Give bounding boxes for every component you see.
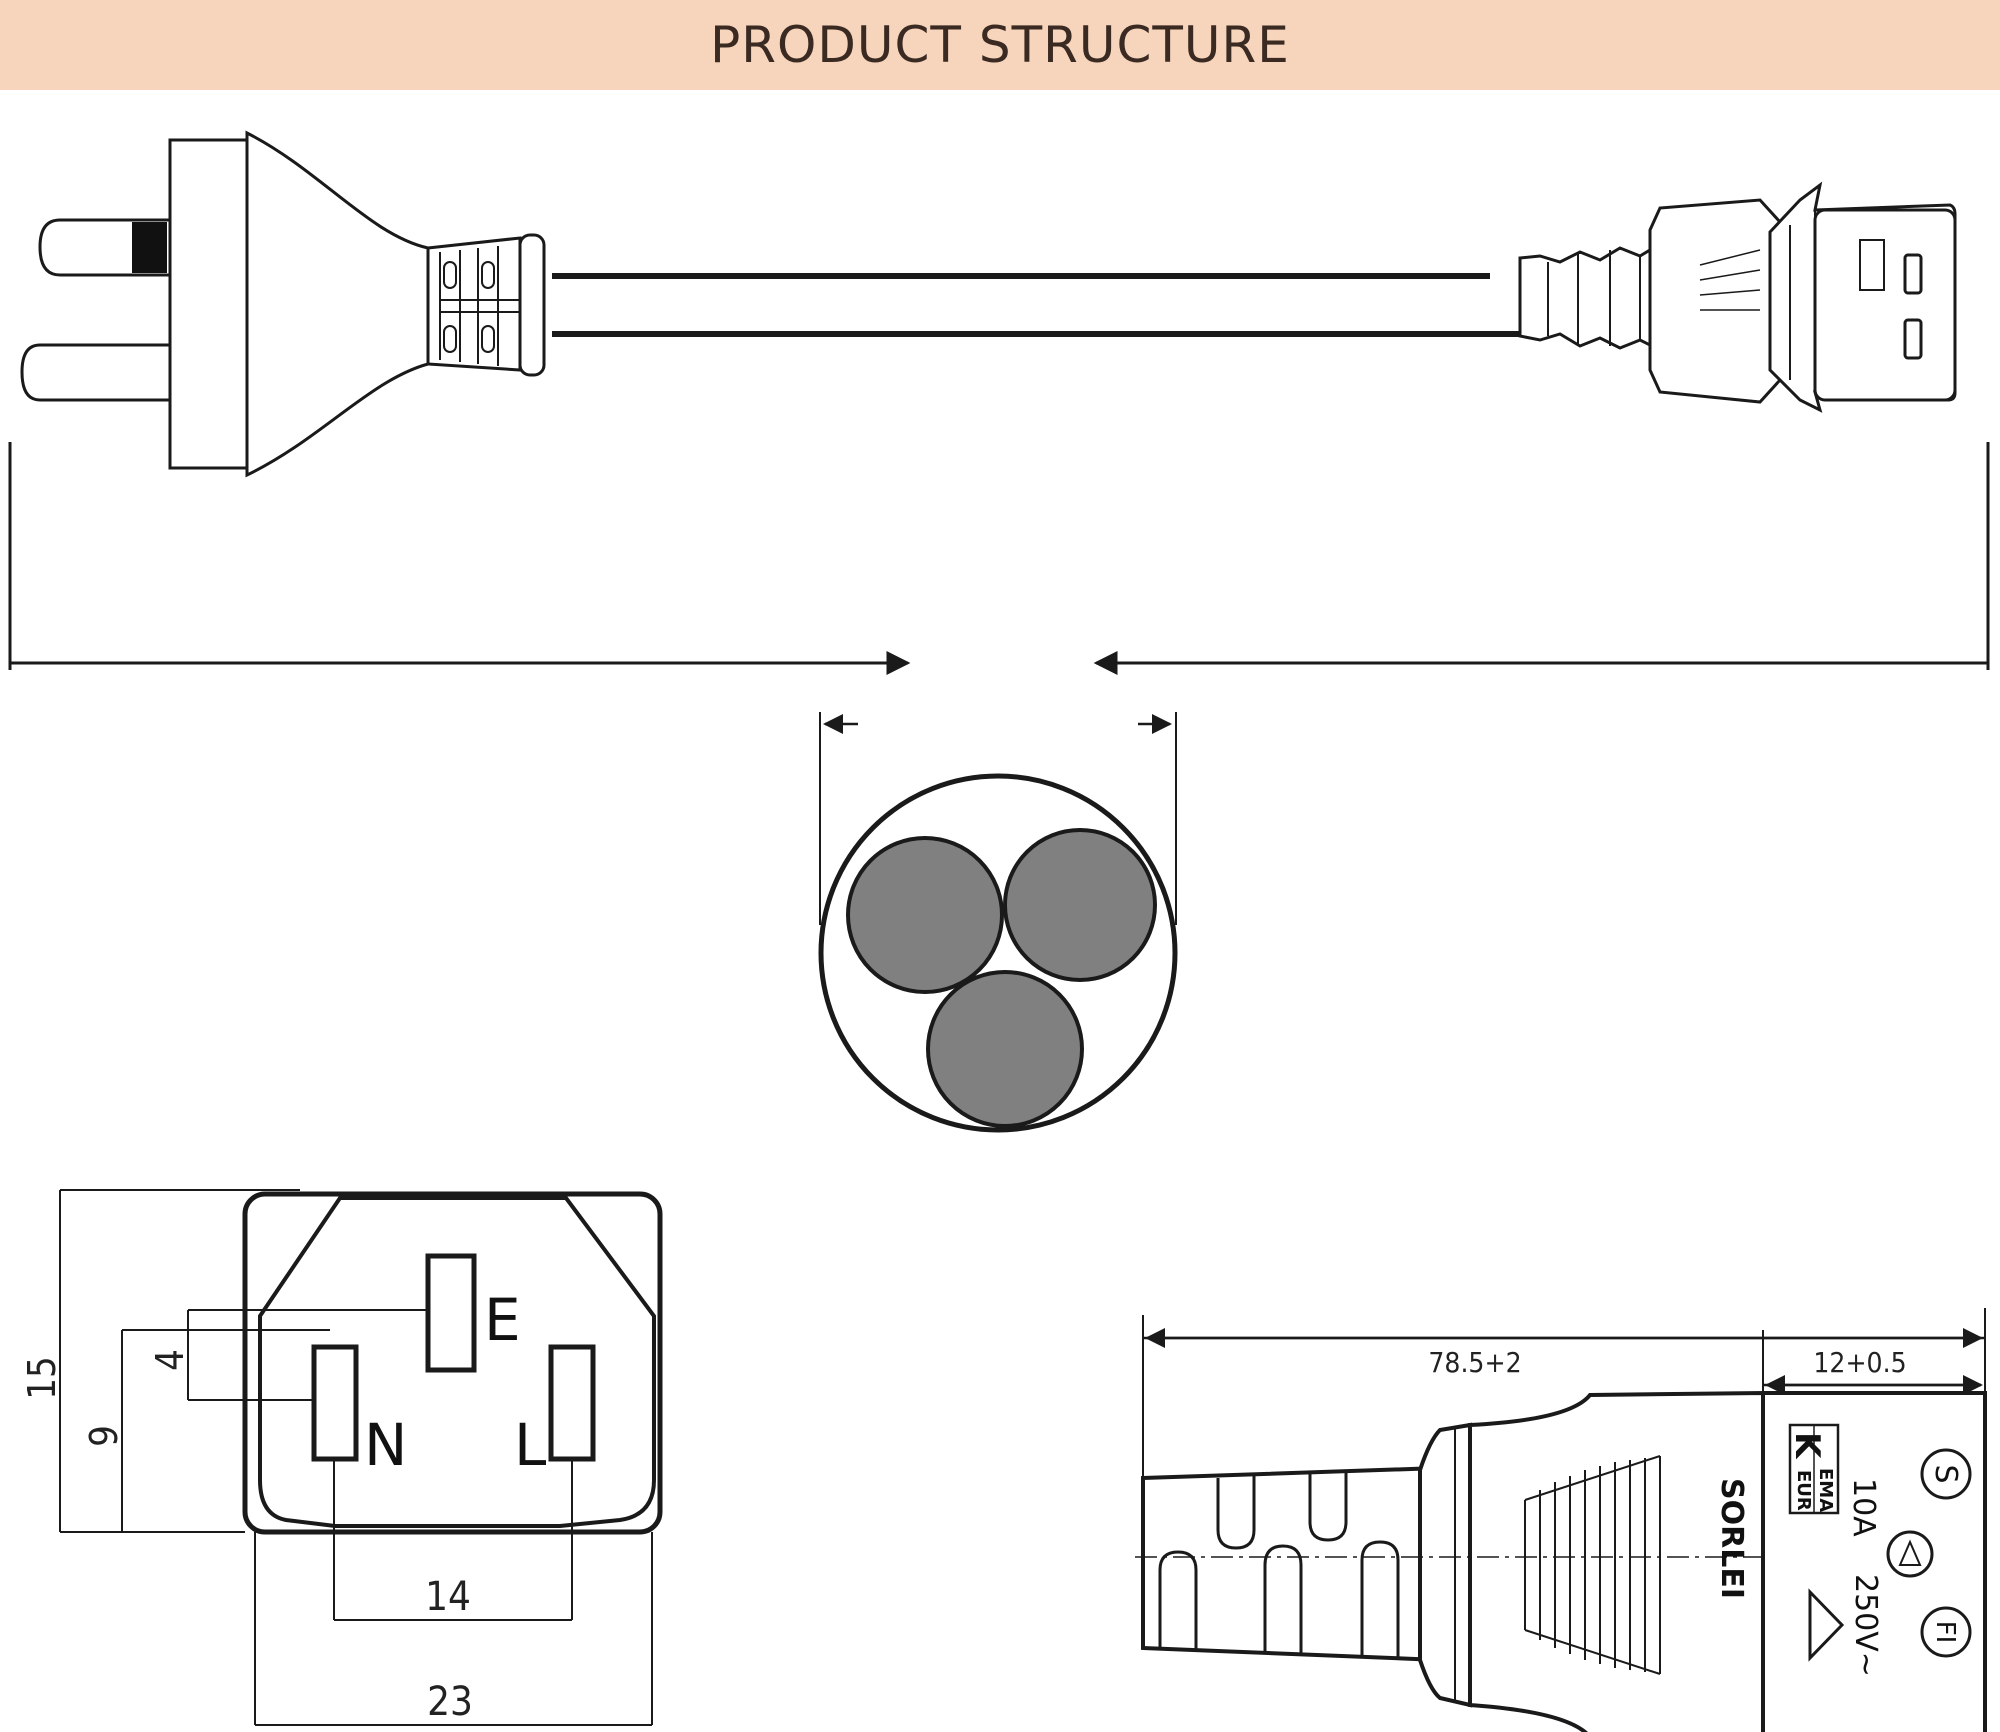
- kema-eur-label: EUR: [1793, 1470, 1814, 1511]
- de-triangle-mark: [1808, 1588, 1845, 1662]
- power-cable: [552, 273, 1520, 337]
- brand-label: SORLEI: [1714, 1478, 1749, 1599]
- mark-fi-label: FI: [1930, 1621, 1960, 1644]
- rating-current: 10A: [1846, 1478, 1881, 1537]
- page-title: PRODUCT STRUCTURE: [710, 16, 1290, 74]
- header-banner: PRODUCT STRUCTURE: [0, 0, 2000, 90]
- dim-offset-4: 4: [148, 1349, 192, 1371]
- kema-k-label: K: [1787, 1432, 1827, 1460]
- connector-side-view: [1135, 1308, 1987, 1732]
- mark-delta-circle: [1886, 1530, 1934, 1578]
- dim-pin-spacing-14: 14: [425, 1574, 471, 1620]
- plug-strain-relief: [426, 233, 546, 377]
- kema-ema-label: EMA: [1815, 1468, 1836, 1512]
- dim-head-length: 12+0.5: [1813, 1346, 1906, 1379]
- c13-connector-drawing: [1518, 181, 1957, 413]
- conductor-2: [1003, 828, 1157, 982]
- conductor-3: [926, 970, 1084, 1128]
- earth-label: E: [484, 1286, 521, 1354]
- dim-total-length: 78.5+2: [1428, 1346, 1521, 1379]
- overall-length-dimension: [8, 442, 1990, 675]
- cable-cross-section: [818, 712, 1178, 1133]
- neutral-label: N: [364, 1411, 407, 1479]
- dim-offset-9: 9: [82, 1425, 126, 1447]
- plug-face-plate: [168, 138, 249, 470]
- mark-s-circle: [1920, 1448, 1972, 1500]
- socket-face-view: [59, 1189, 663, 1726]
- dim-height-15: 15: [20, 1356, 64, 1400]
- connector-socket-face: [1813, 208, 1957, 402]
- mark-fi-circle: [1920, 1606, 1972, 1658]
- live-pin: [548, 1344, 596, 1462]
- plug-pins: [20, 218, 172, 402]
- rating-voltage: 250V~: [1848, 1574, 1883, 1677]
- uk-plug-drawing: [20, 130, 546, 478]
- conductor-1: [846, 836, 1004, 994]
- plug-body: [245, 130, 430, 478]
- dim-width-23: 23: [427, 1679, 473, 1725]
- neutral-pin: [311, 1344, 359, 1462]
- live-label: L: [514, 1411, 546, 1479]
- mark-s-label: S: [1928, 1464, 1963, 1483]
- earth-pin: [425, 1253, 477, 1373]
